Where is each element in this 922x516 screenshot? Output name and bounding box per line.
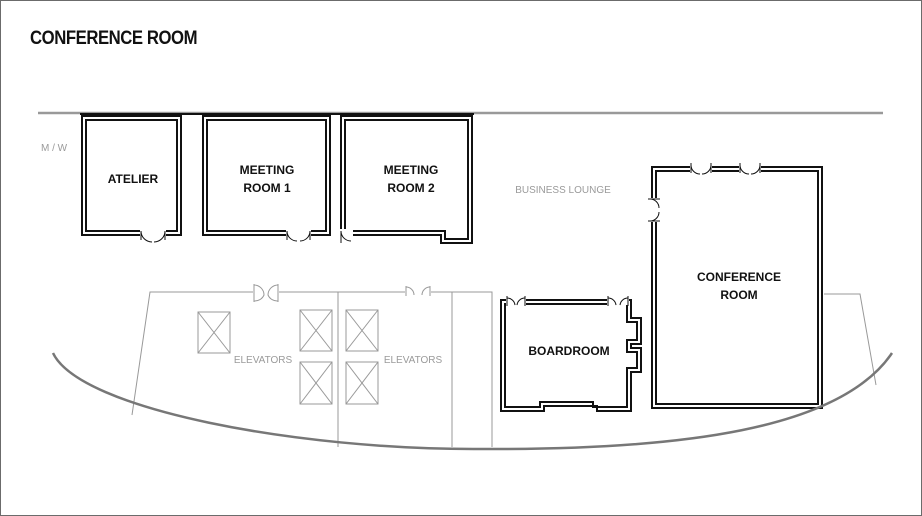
door-icon: [286, 229, 311, 242]
elevator-shaft: [299, 361, 333, 405]
elevator-shaft: [345, 309, 379, 352]
door-icon: [607, 296, 629, 306]
page-title: CONFERENCE ROOM: [30, 28, 198, 49]
meeting-room-2-label: MEETING: [384, 163, 439, 177]
conference-room-label: ROOM: [720, 288, 757, 302]
door-icon: [739, 163, 761, 175]
door-icon: [690, 163, 712, 175]
meeting-room-2-label: ROOM 2: [387, 181, 435, 195]
room-conference-room[interactable]: [651, 166, 823, 409]
room-meeting-room-1[interactable]: [202, 115, 331, 236]
atelier-label: ATELIER: [108, 172, 159, 186]
room-meeting-room-2[interactable]: [340, 115, 473, 244]
elevators-label: ELEVATORS: [384, 355, 443, 366]
elevator-shaft: [299, 309, 333, 352]
room-atelier[interactable]: [81, 115, 182, 236]
building-outline: [51, 352, 894, 451]
elevators-label: ELEVATORS: [234, 355, 293, 366]
elevator-shaft: [197, 311, 231, 354]
conference-room-label: CONFERENCE: [697, 270, 781, 284]
door-icon: [339, 229, 353, 243]
meeting-room-1-label: ROOM 1: [243, 181, 291, 195]
door-icon: [253, 284, 279, 302]
meeting-room-1-label: MEETING: [240, 163, 295, 177]
boardroom-label: BOARDROOM: [528, 344, 609, 358]
lobby-outline: [131, 291, 877, 447]
door-icon: [648, 198, 660, 222]
door-icon: [405, 286, 431, 296]
elevator-shaft: [345, 361, 379, 405]
business-lounge-label: BUSINESS LOUNGE: [515, 185, 611, 196]
door-icon: [506, 296, 526, 306]
door-icon: [140, 229, 166, 243]
restroom-label: M / W: [41, 143, 68, 154]
room-boardroom[interactable]: [500, 299, 642, 412]
